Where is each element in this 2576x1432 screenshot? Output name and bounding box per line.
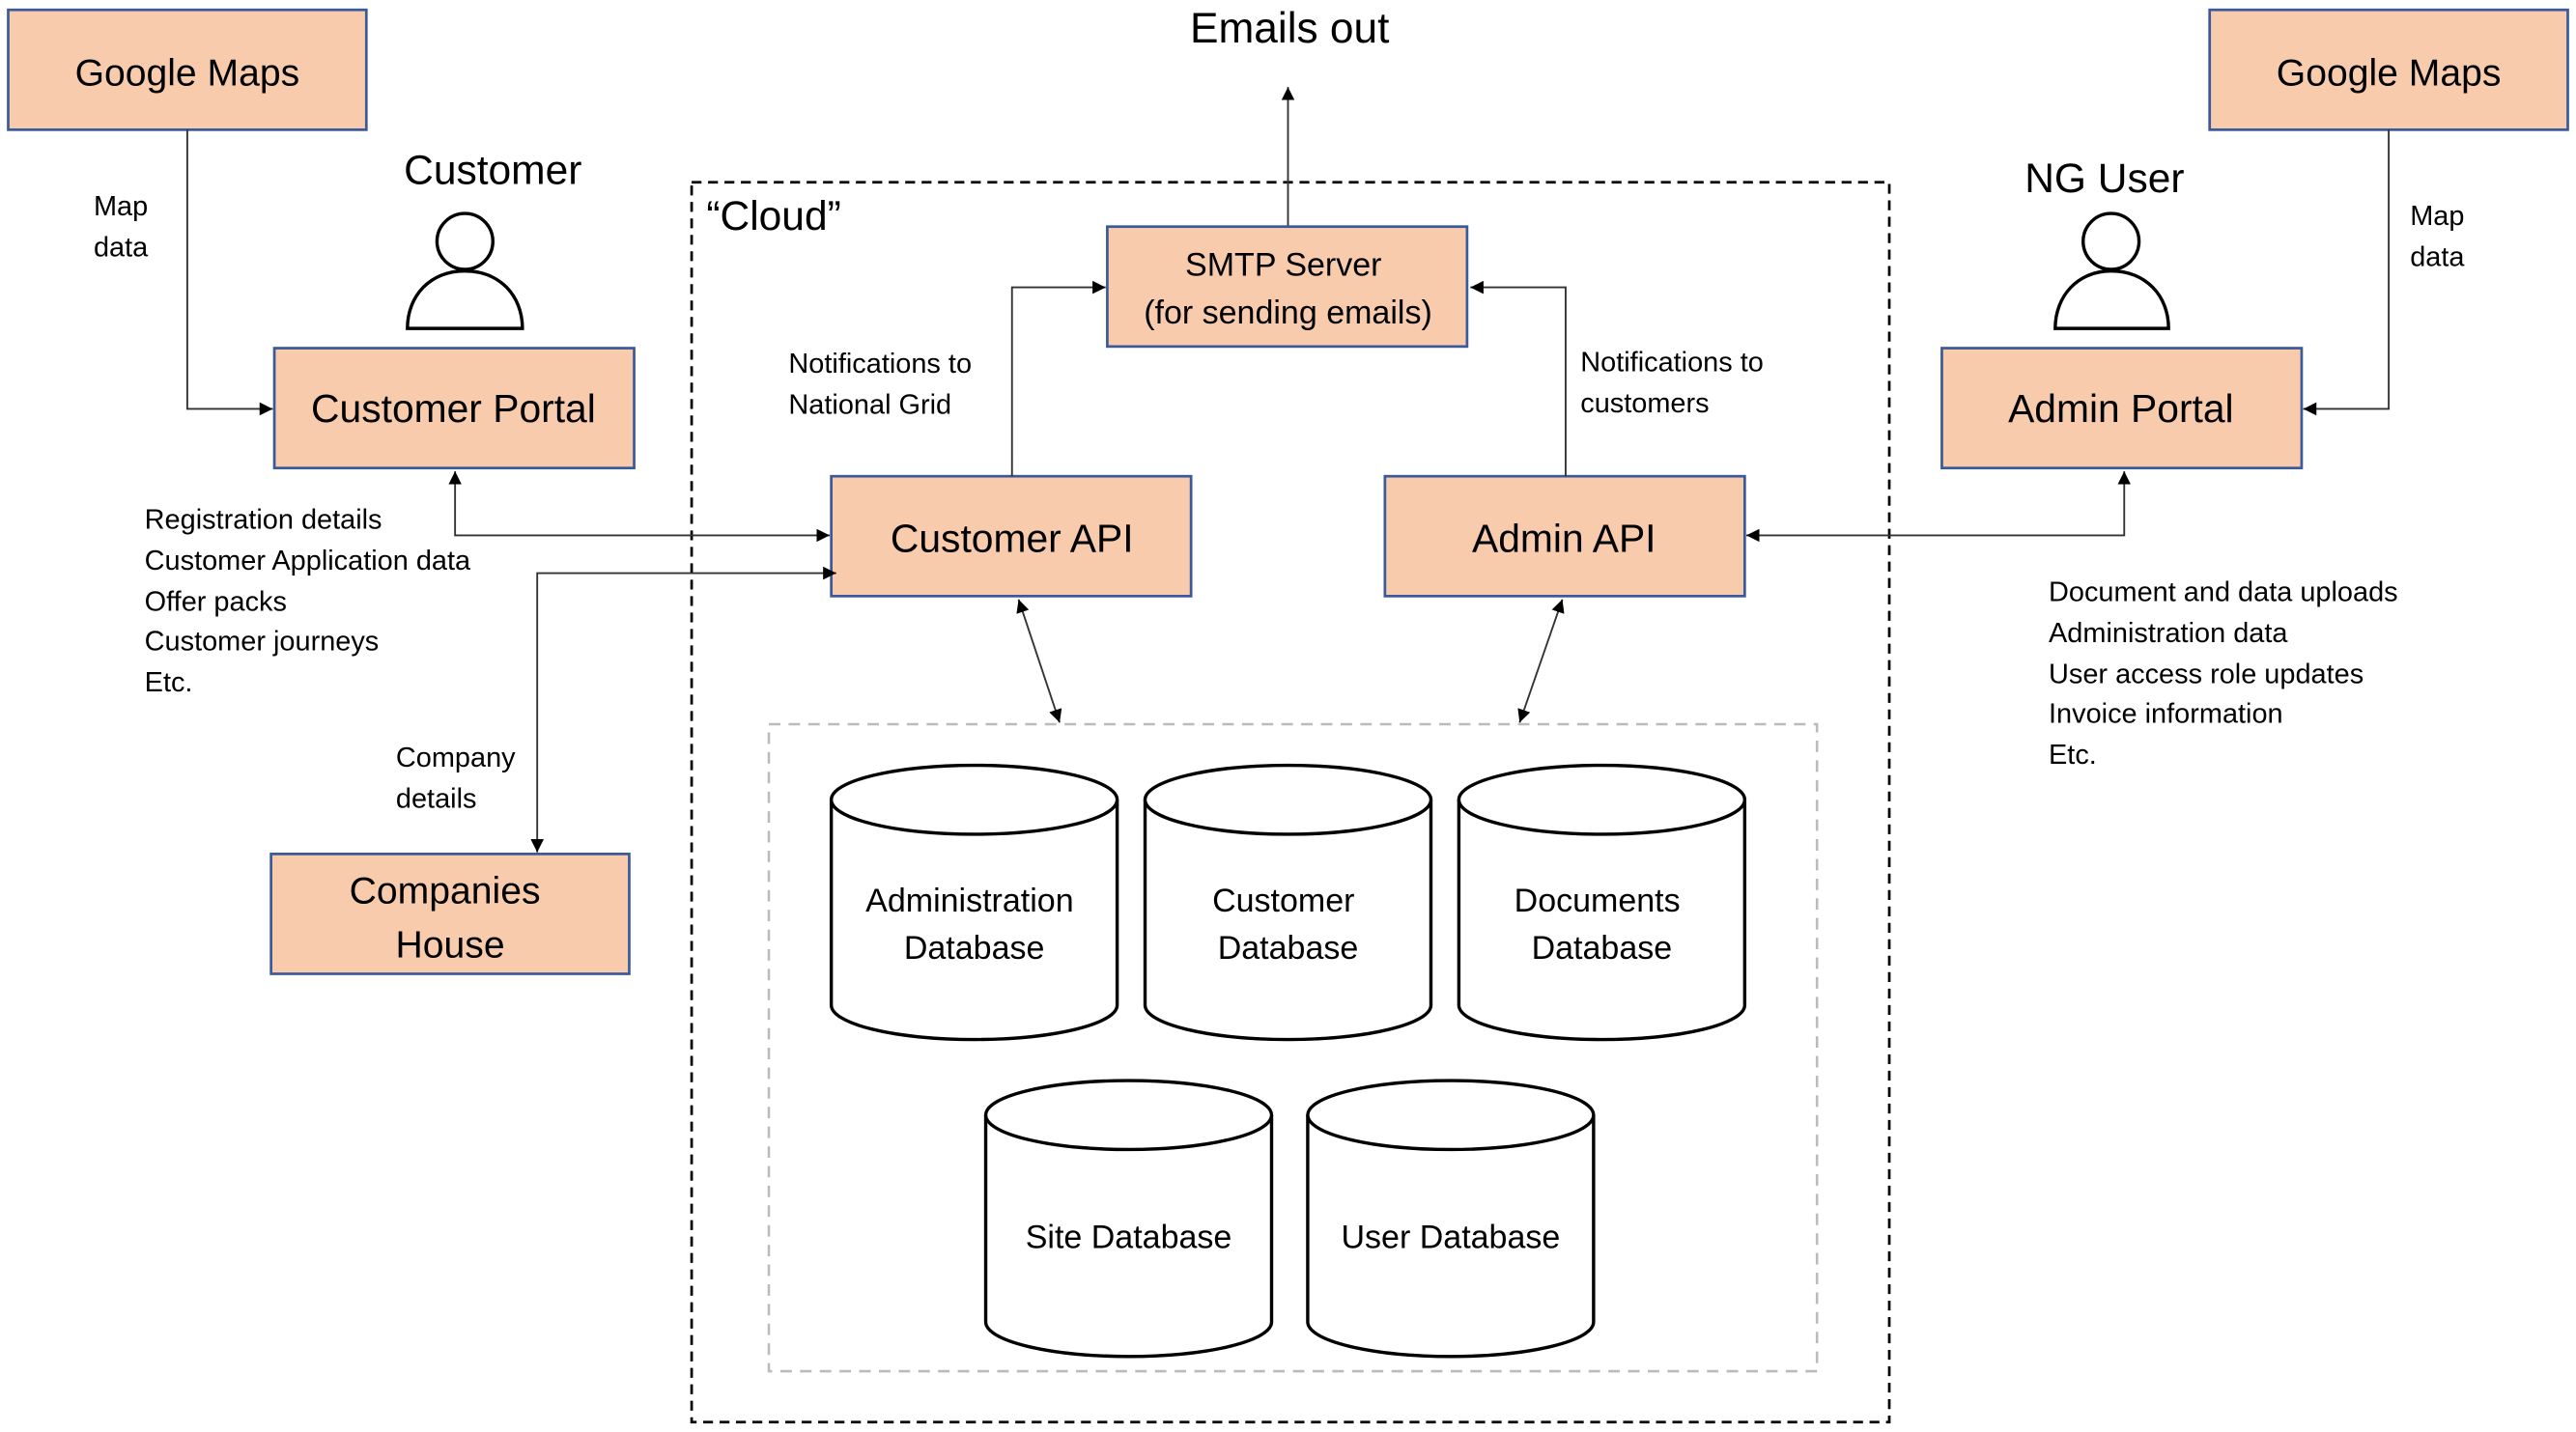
google-maps-left-node[interactable]: Google Maps — [7, 8, 368, 131]
administration-database[interactable]: Administration Database — [829, 763, 1119, 1042]
maps-to-admin-portal-arrow — [2303, 129, 2391, 416]
notif-customers-label: Notifications to customers — [1580, 347, 1771, 419]
emails-out-label: Emails out — [1190, 5, 1389, 52]
cloud-label: “Cloud” — [706, 194, 840, 239]
notif-national-grid-label: Notifications to National Grid — [788, 349, 979, 421]
site-database-label: Site Database — [1026, 1220, 1232, 1256]
site-database[interactable]: Site Database — [983, 1079, 1274, 1359]
customer-portal-label: Customer Portal — [311, 386, 596, 431]
customer-actor-label: Customer — [404, 148, 581, 193]
customer-portal-api-arrow — [448, 471, 830, 543]
customer-api-label: Customer API — [891, 516, 1134, 560]
company-details-label: Company details — [396, 743, 524, 815]
google-maps-right-node[interactable]: Google Maps — [2208, 8, 2569, 131]
administration-database-label: Administration Database — [865, 883, 1083, 967]
companies-house-api-arrow — [530, 566, 836, 853]
google-maps-right-label: Google Maps — [2277, 52, 2502, 94]
admin-api-db-arrow — [1517, 599, 1565, 723]
companies-house-label: Companies House — [350, 870, 552, 966]
customer-flows-label: Registration details Customer Applicatio… — [145, 505, 478, 698]
customer-database-label: Customer Database — [1212, 883, 1364, 967]
map-data-left-label: Map data — [94, 191, 156, 264]
admin-portal-api-arrow — [1746, 471, 2132, 543]
admin-api-node[interactable]: Admin API — [1383, 474, 1746, 598]
admin-portal-label: Admin Portal — [2008, 386, 2234, 431]
ng-user-person-icon — [2053, 211, 2170, 330]
admin-api-to-smtp-arrow — [1470, 280, 1567, 477]
google-maps-left-label: Google Maps — [75, 52, 300, 94]
customer-person-icon — [406, 211, 524, 330]
customer-api-node[interactable]: Customer API — [830, 474, 1193, 598]
user-database[interactable]: User Database — [1306, 1079, 1596, 1359]
map-data-right-label: Map data — [2410, 201, 2472, 273]
maps-to-customer-portal-arrow — [185, 129, 273, 416]
database-group — [767, 722, 1819, 1373]
user-database-label: User Database — [1341, 1220, 1560, 1256]
companies-house-node[interactable]: Companies House — [269, 852, 631, 975]
smtp-server-label: SMTP Server (for sending emails) — [1144, 247, 1432, 331]
smtp-server-node[interactable]: SMTP Server (for sending emails) — [1106, 225, 1469, 349]
admin-api-label: Admin API — [1472, 516, 1656, 560]
admin-portal-node[interactable]: Admin Portal — [1940, 347, 2304, 470]
admin-flows-label: Document and data uploads Administration… — [2049, 576, 2406, 770]
documents-database-label: Documents Database — [1514, 883, 1689, 967]
ng-user-actor-label: NG User — [2024, 156, 2184, 202]
customer-portal-node[interactable]: Customer Portal — [272, 347, 636, 470]
customer-api-to-smtp-arrow — [1010, 280, 1106, 477]
customer-api-db-arrow — [1016, 599, 1062, 723]
customer-database[interactable]: Customer Database — [1143, 763, 1433, 1042]
documents-database[interactable]: Documents Database — [1457, 763, 1747, 1042]
